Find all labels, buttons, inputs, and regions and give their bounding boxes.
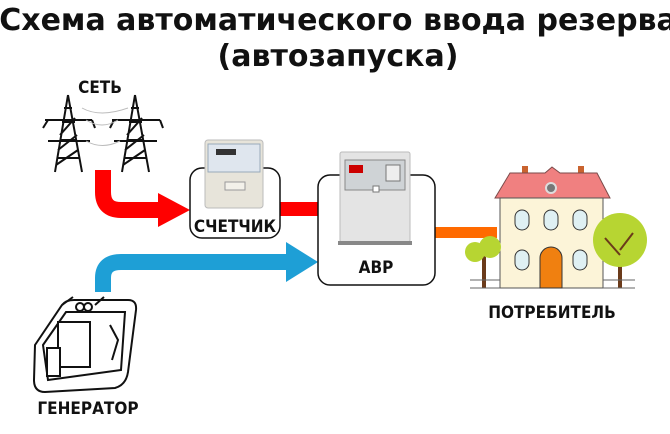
house-icon bbox=[465, 166, 647, 289]
title-line-1: Схема автоматического ввода резерва bbox=[0, 3, 670, 38]
power-tower-icon bbox=[42, 94, 164, 173]
generator-to-ats-arrow bbox=[95, 242, 318, 292]
title-line-2: (автозапуска) bbox=[218, 39, 459, 74]
meter-label: СЧЕТЧИК bbox=[194, 217, 277, 237]
ats-to-consumer-line bbox=[435, 227, 497, 238]
generator-label: ГЕНЕРАТОР bbox=[37, 399, 138, 419]
ats-cabinet-icon bbox=[338, 151, 412, 245]
grid-to-meter-arrow bbox=[95, 170, 190, 227]
tree-icon bbox=[465, 236, 501, 288]
electric-meter-icon bbox=[204, 139, 264, 209]
grid-label: СЕТЬ bbox=[78, 78, 122, 98]
generator-icon bbox=[32, 296, 138, 394]
tree-icon bbox=[593, 213, 647, 288]
ats-label: АВР bbox=[359, 258, 394, 278]
consumer-label: ПОТРЕБИТЕЛЬ bbox=[488, 303, 616, 323]
meter-to-ats-line bbox=[280, 202, 320, 216]
